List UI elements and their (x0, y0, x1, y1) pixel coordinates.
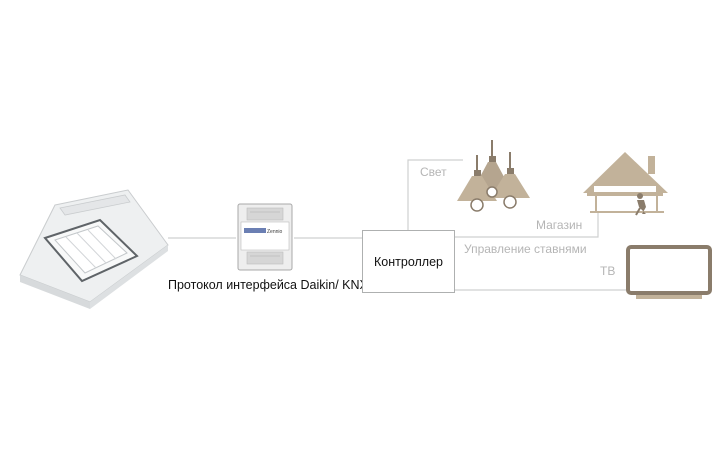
module-brand-text: Zennio (267, 229, 283, 235)
tv-label: ТВ (600, 264, 616, 278)
controller-to-light-line (407, 159, 463, 230)
interface-protocol-label: Протокол интерфейса Daikin/ KNX (168, 278, 368, 292)
controller-label: Контроллер (374, 254, 443, 269)
pendant-lamps-icon (457, 140, 530, 212)
light-label: Свет (420, 165, 447, 179)
shutters-label: Управление ставнями (464, 242, 587, 256)
controller-box: Контроллер (362, 230, 455, 293)
connectors (168, 159, 632, 291)
shop-label: Магазин (536, 218, 583, 232)
knx-interface-module-icon: Zennio (237, 203, 293, 271)
tv-icon (626, 245, 712, 299)
controller-to-shop-line (455, 212, 599, 238)
shop-house-icon (583, 152, 668, 216)
cassette-ac-icon (19, 189, 169, 309)
